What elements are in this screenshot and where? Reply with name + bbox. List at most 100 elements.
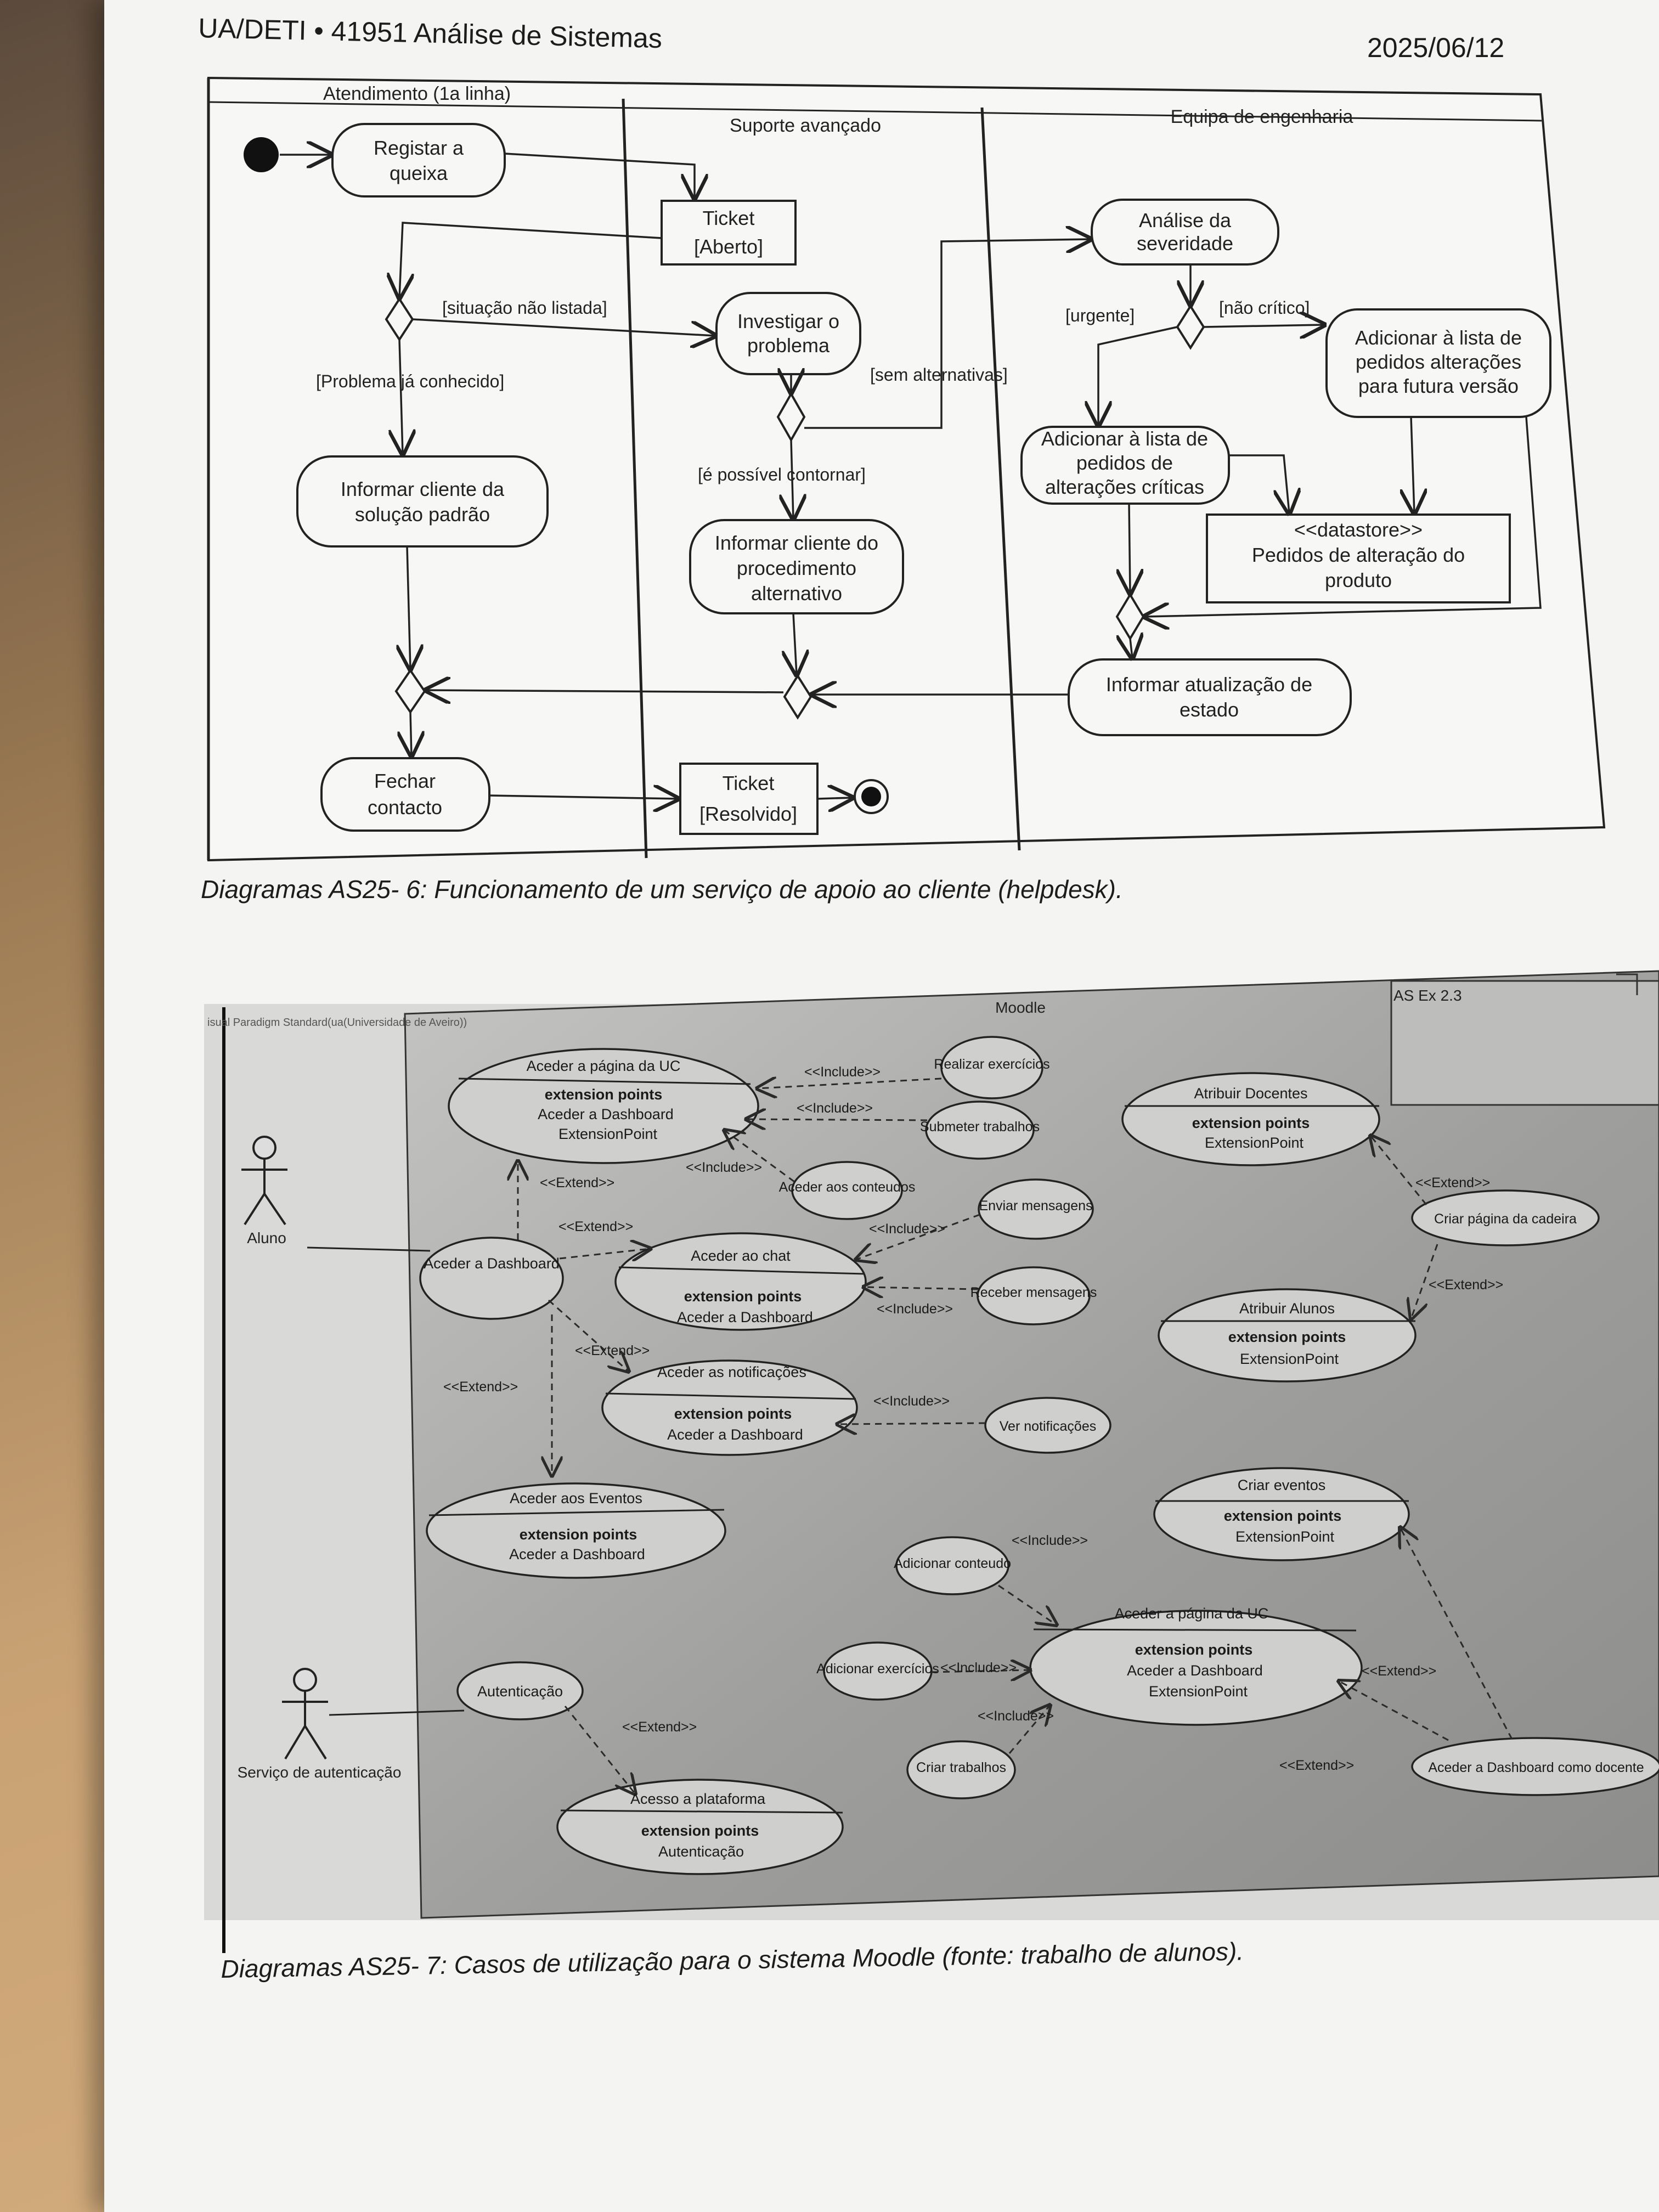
lbl-extend-1: <<Extend>> — [540, 1175, 614, 1190]
uc-realizar-name: Realizar exercícios — [934, 1057, 1049, 1072]
uc-autenticacao — [456, 1661, 584, 1720]
text-datastore-2: Pedidos de alteração do — [1252, 544, 1465, 566]
uc-pagina-uc2-pt1: Aceder a Dashboard — [1127, 1662, 1263, 1679]
action-informar-padrao — [296, 455, 549, 548]
uc-criar-pagina — [1411, 1189, 1600, 1246]
text-ticket-aberto-1: Ticket — [703, 207, 755, 229]
uc-docentes — [1121, 1072, 1380, 1166]
uc-alunos — [1158, 1288, 1417, 1383]
system-name: Moodle — [995, 999, 1046, 1016]
text-informar-padrao-2: solução padrão — [355, 503, 490, 526]
uc-eventos — [426, 1482, 726, 1579]
uc-ver-notif-name: Ver notificações — [1000, 1419, 1097, 1434]
text-adicionar-criticas-1: Adicionar à lista de — [1041, 427, 1208, 450]
text-informar-alternativo-3: alternativo — [751, 582, 842, 605]
uc-dashboard — [419, 1237, 564, 1320]
uc-alunos-pt1: ExtensionPoint — [1240, 1351, 1339, 1367]
guard-sem-alternativas: [sem alternativas] — [870, 365, 1008, 385]
text-investigar-1: Investigar o — [737, 310, 839, 332]
lbl-extend-9: <<Extend>> — [1279, 1758, 1354, 1773]
uc-pagina-uc-pt2: ExtensionPoint — [558, 1126, 658, 1142]
use-case-diagram: Moodle isual Paradigm Standard(ua(Univer… — [204, 970, 1659, 1953]
uc-acesso — [556, 1779, 844, 1875]
actor-aluno-label: Aluno — [247, 1229, 286, 1246]
uc-eventos-ext: extension points — [520, 1526, 637, 1543]
actor-aluno — [241, 1136, 287, 1226]
uc-eventos-name: Aceder aos Eventos — [510, 1490, 642, 1506]
lbl-extend-8: <<Extend>> — [1362, 1663, 1436, 1679]
uc-acesso-name: Acesso a plataforma — [630, 1791, 766, 1807]
uc-chat-ext: extension points — [684, 1288, 802, 1305]
lbl-include-2: <<Include>> — [797, 1101, 873, 1116]
guard-situacao: [situação não listada] — [442, 298, 607, 318]
guard-nao-critico: [não crítico] — [1219, 298, 1310, 318]
lbl-include-3: <<Include>> — [686, 1160, 762, 1175]
uc-docentes-pt1: ExtensionPoint — [1205, 1135, 1304, 1151]
text-ticket-resolvido-1: Ticket — [723, 772, 775, 794]
uc-submeter-name: Submeter trabalhos — [920, 1119, 1040, 1135]
uc-dashboard-docente — [1411, 1737, 1659, 1796]
lane-engenharia: Equipa de engenharia — [1171, 106, 1353, 127]
rel-extend-chat — [559, 1249, 651, 1259]
uc-notificacoes — [601, 1359, 858, 1456]
lane-suporte: Suporte avançado — [730, 115, 881, 136]
decision-severidade — [1176, 304, 1205, 350]
lbl-extend-5: <<Extend>> — [622, 1719, 697, 1735]
text-fechar-2: contacto — [368, 796, 442, 819]
lbl-include-7: <<Include>> — [1012, 1533, 1088, 1548]
uc-pagina-uc2-name: Aceder a página da UC — [1115, 1605, 1269, 1622]
lbl-extend-3: <<Extend>> — [575, 1343, 650, 1358]
action-fechar-contacto — [320, 757, 490, 832]
guard-contornar: [é possível contornar] — [698, 465, 866, 484]
uc-conteudos-name: Aceder aos conteudos — [779, 1180, 916, 1195]
rel-include-conteudos — [724, 1130, 795, 1183]
uc-alunos-ext: extension points — [1228, 1329, 1346, 1345]
action-registar-queixa — [331, 123, 506, 198]
uc-receber — [977, 1266, 1091, 1325]
text-registar-2: queixa — [390, 162, 448, 184]
text-informar-alternativo-1: Informar cliente do — [715, 532, 878, 554]
guard-urgente: [urgente] — [1065, 306, 1135, 325]
text-informar-alternativo-2: procedimento — [737, 557, 856, 579]
lbl-include-6: <<Include>> — [873, 1393, 950, 1409]
uc-autenticacao-name: Autenticação — [477, 1683, 563, 1700]
uc-adicionar-conteudo — [895, 1536, 1009, 1595]
uc-realizar — [940, 1036, 1043, 1099]
text-analise-2: severidade — [1137, 232, 1233, 255]
rel-extend-criar-eventos — [1400, 1527, 1513, 1740]
uc-chat-name: Aceder ao chat — [691, 1248, 791, 1264]
uc-criar-pagina-name: Criar página da cadeira — [1434, 1211, 1577, 1227]
lbl-include-8: <<Include>> — [940, 1660, 1017, 1675]
uc-enviar-name: Enviar mensagens — [979, 1198, 1092, 1214]
object-ticket-resolvido — [679, 763, 819, 835]
uc-pagina-uc-name: Aceder a página da UC — [527, 1058, 681, 1074]
text-analise-1: Análise da — [1139, 209, 1232, 232]
uc-criar-eventos-ext: extension points — [1224, 1508, 1342, 1524]
uc-adicionar-exercicios-name: Adicionar exercícios — [816, 1661, 939, 1677]
rel-include-submeter — [746, 1119, 928, 1120]
text-adicionar-futura-3: para futura versão — [1358, 375, 1519, 397]
watermark: isual Paradigm Standard(ua(Universidade … — [207, 1017, 467, 1029]
uc-receber-name: Receber mensagens — [970, 1285, 1097, 1300]
lbl-extend-4: <<Extend>> — [443, 1379, 518, 1395]
rel-include-criar-trabalhos — [1008, 1705, 1050, 1754]
lbl-include-4: <<Include>> — [869, 1221, 945, 1237]
lbl-extend-2: <<Extend>> — [558, 1219, 633, 1234]
uc-dashboard-docente-name: Aceder a Dashboard como docente — [1428, 1760, 1644, 1775]
uc-notificacoes-ext: extension points — [674, 1406, 792, 1422]
uc-pagina-uc2-ext: extension points — [1135, 1641, 1253, 1658]
uc-pagina-uc-pt1: Aceder a Dashboard — [538, 1106, 674, 1122]
lbl-include-9: <<Include>> — [978, 1708, 1054, 1724]
uc-notificacoes-name: Aceder as notificações — [657, 1364, 806, 1380]
uc-eventos-pt1: Aceder a Dashboard — [509, 1546, 645, 1562]
activity-diagram: Atendimento (1a linha) Suporte avançado … — [207, 76, 1606, 862]
uc-docentes-ext: extension points — [1192, 1115, 1310, 1131]
text-adicionar-futura-1: Adicionar à lista de — [1355, 326, 1522, 349]
text-datastore-3: produto — [1325, 569, 1392, 591]
actor-servico-label: Serviço de autenticação — [238, 1764, 402, 1781]
lbl-include-1: <<Include>> — [804, 1064, 881, 1080]
action-adicionar-criticas — [1020, 426, 1230, 505]
uc-ver-notificacoes — [984, 1397, 1111, 1454]
note-as-ex — [1390, 980, 1659, 1106]
uc-alunos-name: Atribuir Alunos — [1239, 1300, 1335, 1317]
